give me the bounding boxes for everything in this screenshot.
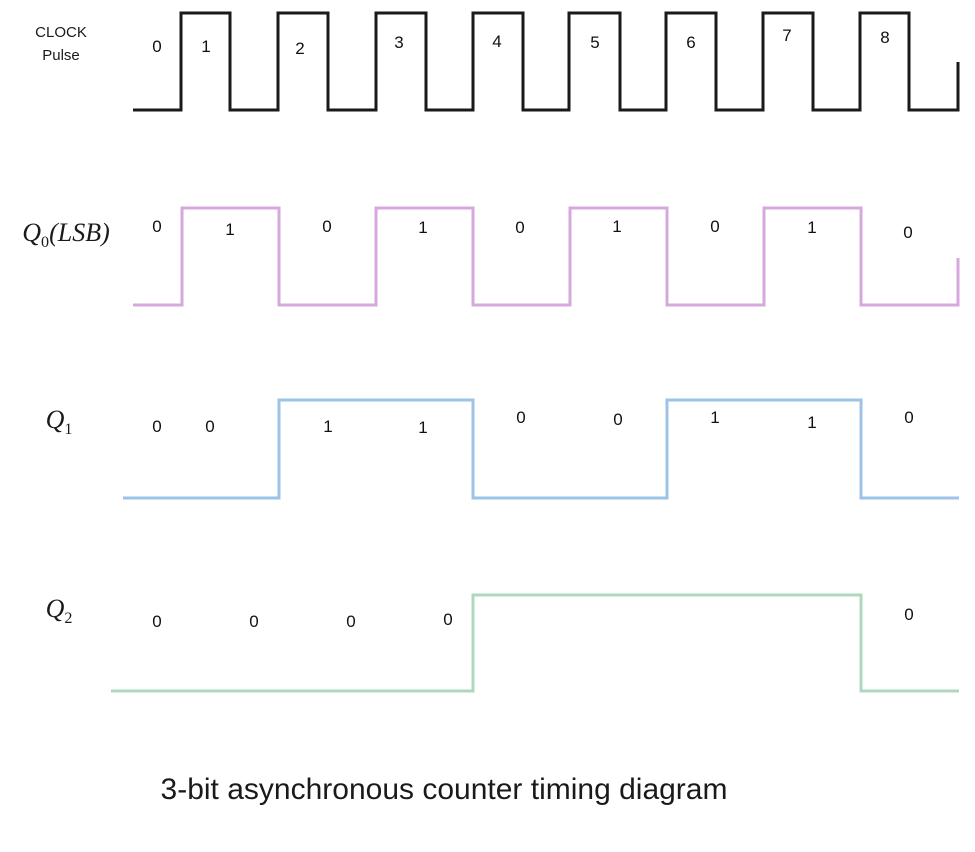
q1-value-label: 0 bbox=[516, 408, 526, 427]
q1-value-label: 1 bbox=[323, 417, 333, 436]
clock-value-label: 4 bbox=[492, 32, 502, 51]
q2-value-label: 0 bbox=[904, 605, 914, 624]
q0-value-label: 1 bbox=[418, 218, 428, 237]
q0-value-label: 1 bbox=[612, 217, 622, 236]
q2-label-subscript: 2 bbox=[64, 610, 73, 628]
q2-value-label: 0 bbox=[152, 612, 162, 631]
q0-value-label: 0 bbox=[903, 223, 913, 242]
clock-value-label: 2 bbox=[295, 39, 305, 58]
q2-value-label: 0 bbox=[443, 610, 453, 629]
clock-value-label: 0 bbox=[152, 37, 162, 56]
q2-label-base: Q bbox=[45, 593, 65, 623]
q1-value-label: 0 bbox=[904, 408, 914, 427]
clock-value-label: 5 bbox=[590, 33, 600, 52]
q0-waveform bbox=[133, 206, 960, 307]
q1-value-label: 0 bbox=[205, 417, 215, 436]
clock-label-line1: CLOCK bbox=[35, 24, 87, 41]
q2-waveform bbox=[111, 593, 959, 693]
q0-label-subscript: 0 bbox=[41, 234, 50, 252]
clock-value-label: 7 bbox=[782, 26, 792, 45]
q1-value-label: 0 bbox=[152, 417, 162, 436]
q0-value-label: 0 bbox=[322, 217, 332, 236]
q2-row-label: Q2 bbox=[46, 594, 73, 628]
q0-label-base: Q bbox=[22, 217, 42, 247]
clock-row-label: CLOCK Pulse bbox=[35, 21, 87, 67]
q0-value-label: 0 bbox=[710, 217, 720, 236]
q0-value-label: 1 bbox=[225, 220, 235, 239]
clock-value-label: 1 bbox=[201, 37, 211, 56]
q0-value-label: 1 bbox=[807, 218, 817, 237]
diagram-title: 3-bit asynchronous counter timing diagra… bbox=[160, 773, 728, 806]
q2-value-label: 0 bbox=[346, 612, 356, 631]
q1-value-label: 0 bbox=[613, 410, 623, 429]
q0-row-label: Q0(LSB) bbox=[22, 218, 110, 252]
q1-label-base: Q bbox=[45, 404, 65, 434]
clock-label-line2: Pulse bbox=[42, 47, 80, 64]
q1-value-label: 1 bbox=[710, 408, 720, 427]
q2-value-label: 0 bbox=[249, 612, 259, 631]
clock-value-label: 8 bbox=[880, 28, 890, 47]
q1-value-label: 1 bbox=[418, 418, 428, 437]
q1-waveform bbox=[123, 398, 959, 500]
q1-label-subscript: 1 bbox=[64, 421, 73, 439]
clock-value-label: 6 bbox=[686, 33, 696, 52]
q0-value-label: 0 bbox=[515, 218, 525, 237]
q0-label-suffix: (LSB) bbox=[49, 217, 110, 247]
q1-row-label: Q1 bbox=[46, 405, 73, 439]
clock-waveform bbox=[133, 11, 960, 112]
q1-value-label: 1 bbox=[807, 413, 817, 432]
q0-value-label: 0 bbox=[152, 217, 162, 236]
clock-value-label: 3 bbox=[394, 33, 404, 52]
